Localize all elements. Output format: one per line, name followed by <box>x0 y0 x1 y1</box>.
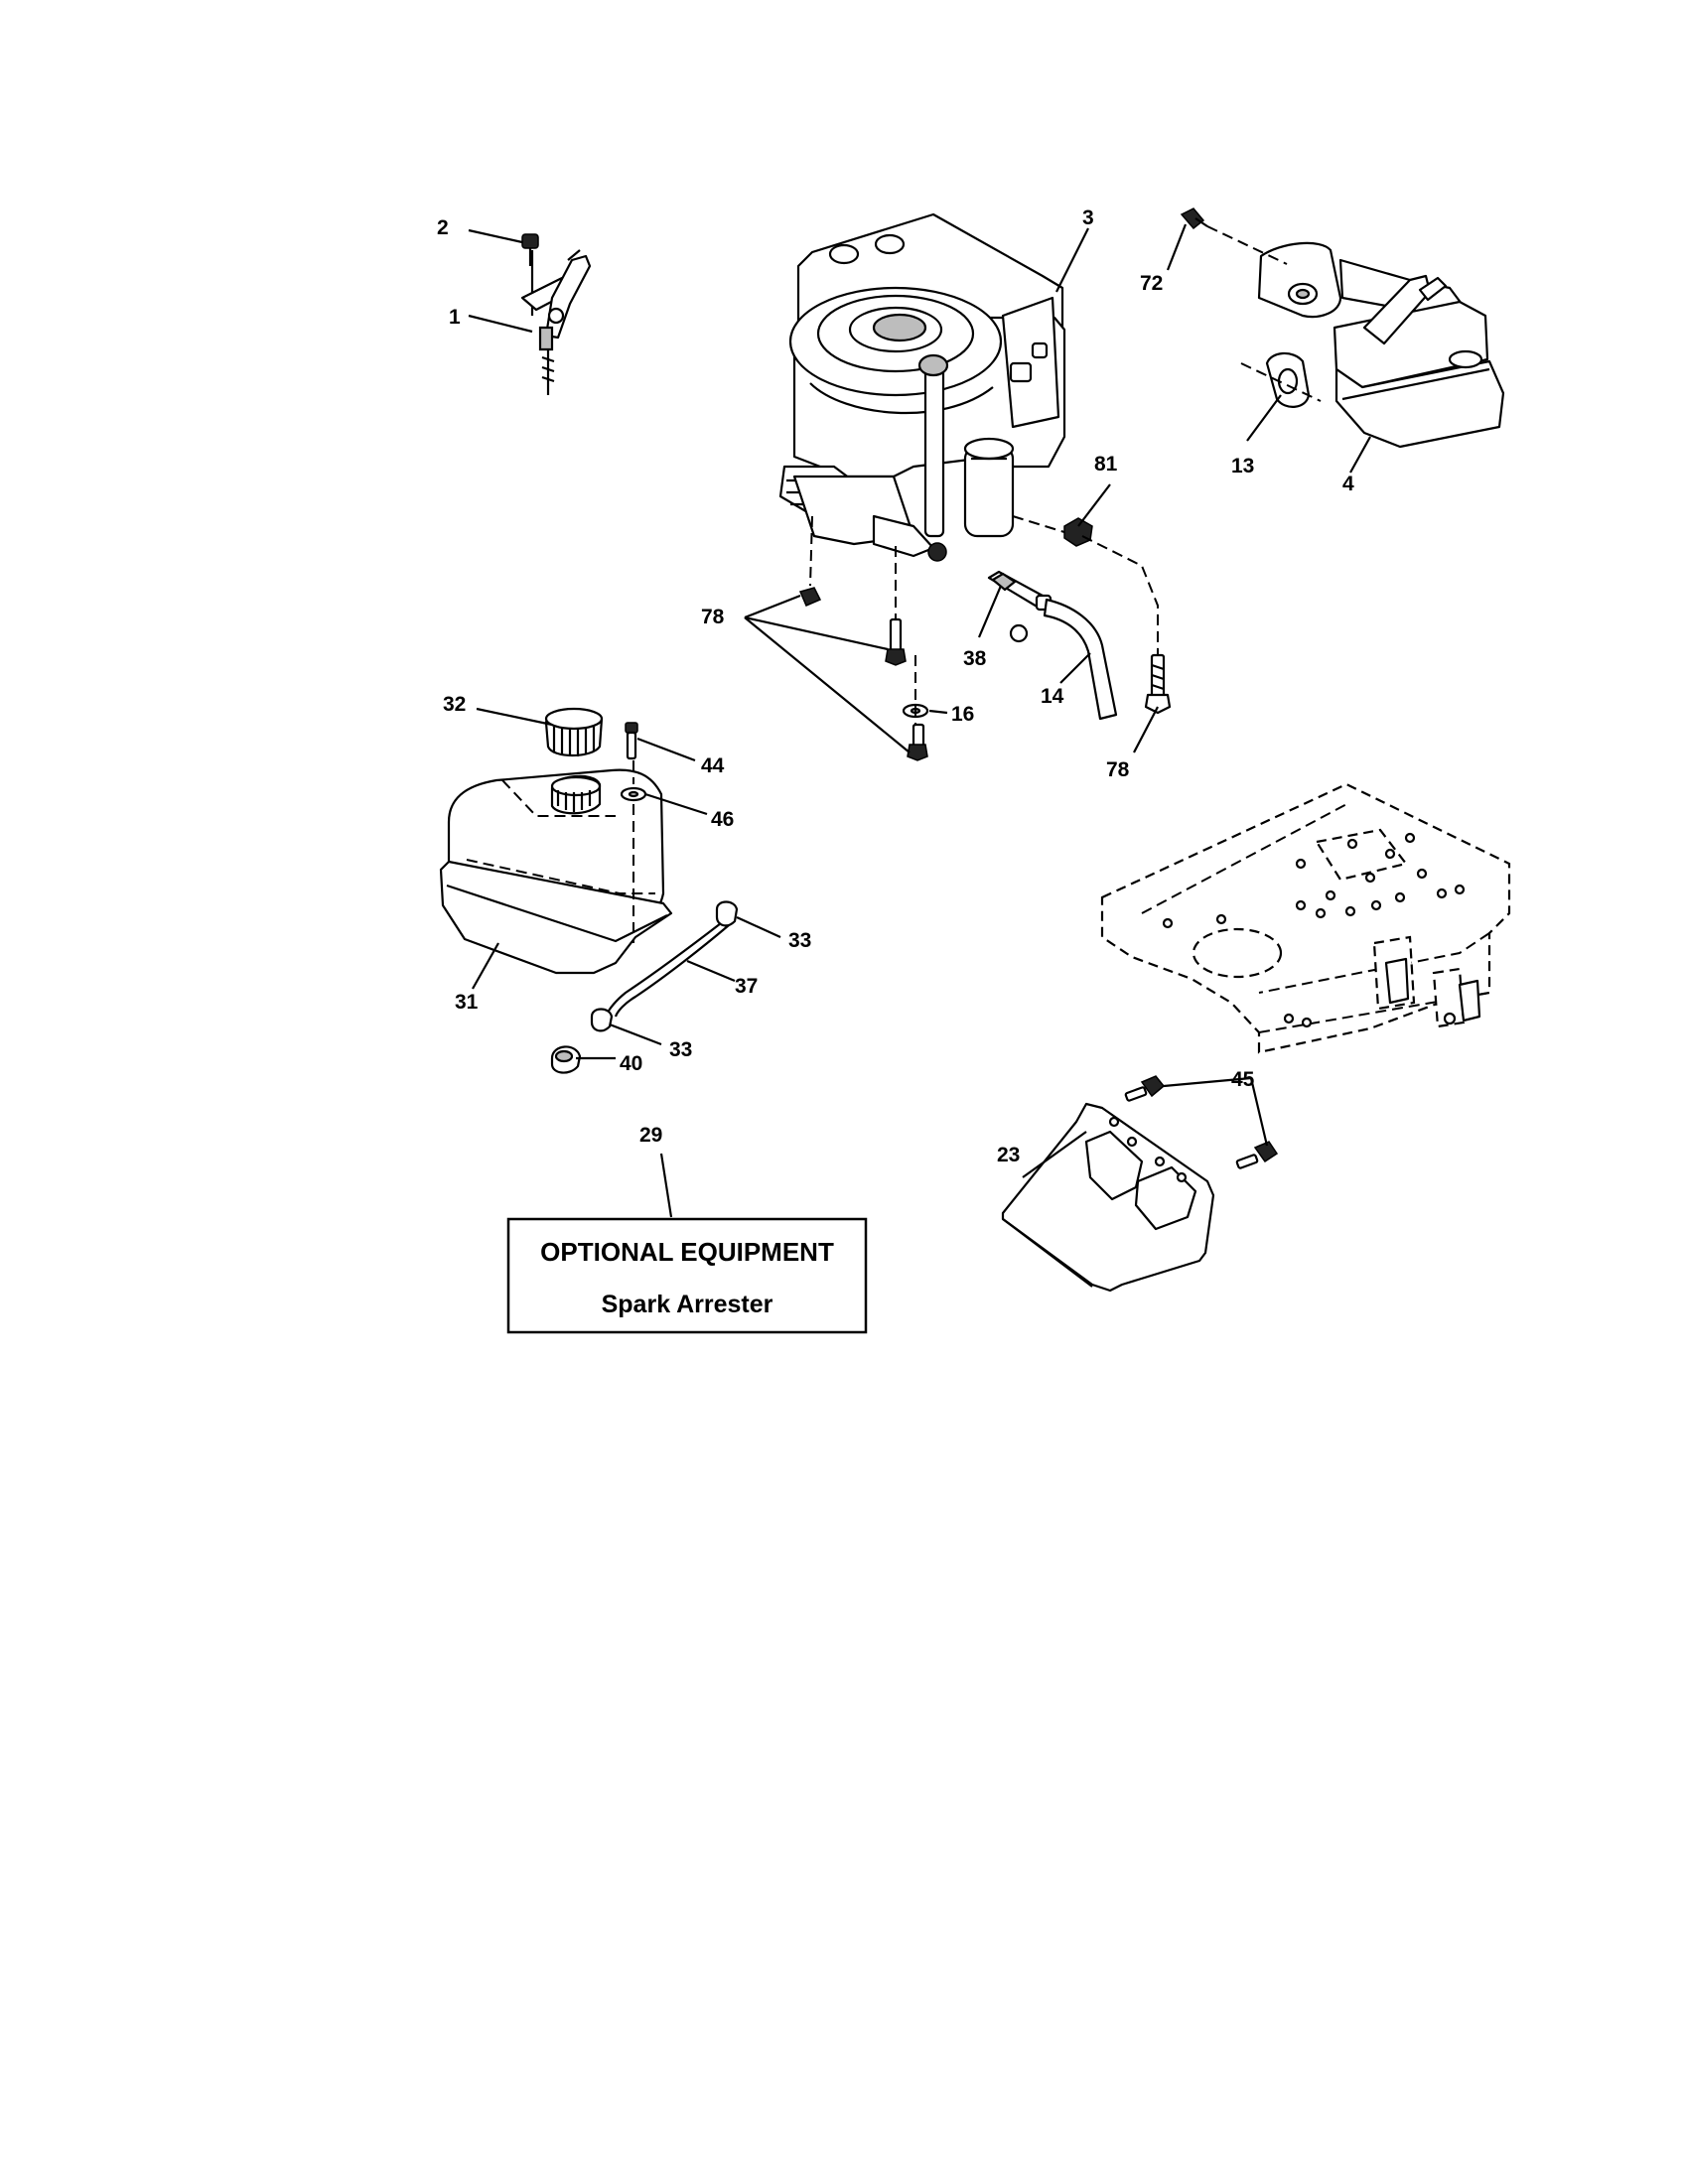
bolt-78-center <box>885 617 907 666</box>
bolt-78-lower <box>907 723 928 761</box>
callout-78-left: 78 <box>701 606 725 628</box>
throttle-control-bracket <box>520 249 592 395</box>
exhaust-gasket <box>1265 351 1311 408</box>
mount-line-left <box>809 515 813 587</box>
fuel-line-route <box>1081 535 1159 655</box>
shield-bolt-lower <box>1235 1141 1279 1169</box>
callout-23: 23 <box>997 1144 1020 1166</box>
engine-to-nut-line <box>1012 515 1065 533</box>
callout-38: 38 <box>963 647 987 670</box>
bolt-78-right <box>1144 653 1172 715</box>
gasket-assembly-line <box>1240 362 1322 402</box>
fuel-cap-gasket <box>550 1045 582 1074</box>
callout-3: 3 <box>1082 206 1094 229</box>
shield-bolt-upper <box>1124 1075 1166 1102</box>
callout-40: 40 <box>620 1052 642 1075</box>
optional-equipment-box: OPTIONAL EQUIPMENT Spark Arrester <box>506 1217 868 1334</box>
bolt-78-left <box>798 587 822 607</box>
callout-81: 81 <box>1094 453 1118 476</box>
throttle-screw <box>521 233 539 266</box>
callout-14: 14 <box>1041 685 1064 708</box>
fuel-filter <box>987 570 1052 643</box>
hose-clamp-lower <box>590 1008 614 1032</box>
callout-13: 13 <box>1231 455 1254 478</box>
callout-16: 16 <box>951 703 974 726</box>
callout-44: 44 <box>701 754 725 777</box>
callout-37: 37 <box>735 975 758 998</box>
heat-shield <box>1001 1102 1215 1293</box>
exhaust-pipe-muffler <box>1257 241 1505 449</box>
callout-46: 46 <box>711 808 734 831</box>
exhaust-bolt <box>1180 207 1208 230</box>
washer-46 <box>620 786 647 802</box>
callout-1: 1 <box>449 306 461 329</box>
callout-45: 45 <box>1231 1068 1255 1091</box>
spark-arrester-label: Spark Arrester <box>602 1291 773 1318</box>
callout-31: 31 <box>455 991 479 1014</box>
fuel-hose <box>1043 598 1118 721</box>
callout-33-upper: 33 <box>788 929 811 952</box>
callout-32: 32 <box>443 693 466 716</box>
chassis-frame <box>1100 782 1511 1054</box>
leader-lines <box>468 223 1371 1218</box>
callout-2: 2 <box>437 216 449 239</box>
callout-29: 29 <box>639 1124 662 1147</box>
callout-4: 4 <box>1342 473 1354 495</box>
optional-equipment-title: OPTIONAL EQUIPMENT <box>540 1237 834 1267</box>
hose-clamp-upper <box>715 900 739 927</box>
fuel-cap <box>544 707 604 756</box>
callout-72: 72 <box>1140 272 1163 295</box>
callout-78-right: 78 <box>1106 758 1130 781</box>
callout-33-lower: 33 <box>669 1038 692 1061</box>
screw-44 <box>625 722 638 760</box>
muffler-assembly-line <box>1206 225 1288 265</box>
nut-81 <box>1063 517 1093 547</box>
engine <box>778 212 1066 562</box>
fuel-line <box>607 922 730 1018</box>
